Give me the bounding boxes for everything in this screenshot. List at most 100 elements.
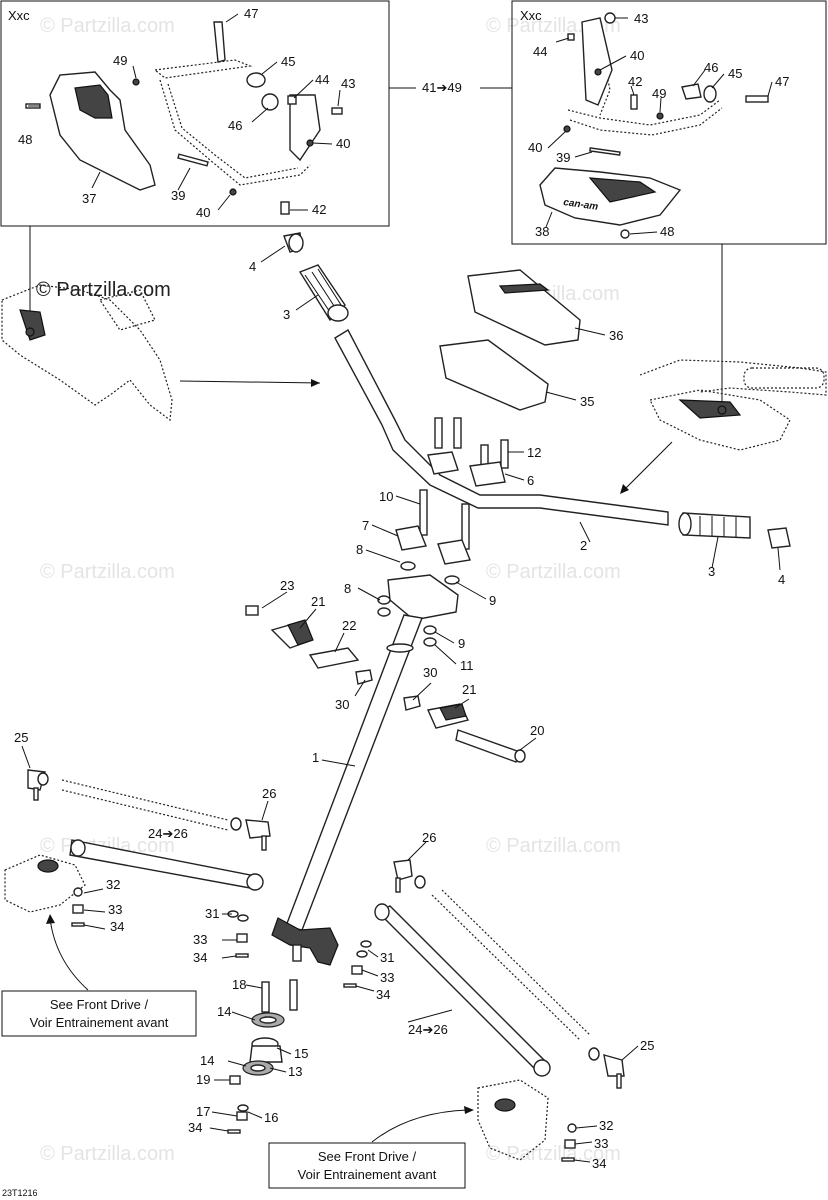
callout-39-left: 39 bbox=[171, 188, 185, 203]
bolt-47-left bbox=[213, 21, 226, 63]
clip-30-a bbox=[355, 669, 373, 685]
note-left-line2: Voir Entrainement avant bbox=[30, 1015, 169, 1030]
ball-joint-26-right bbox=[393, 859, 413, 881]
jam-nut-right-a bbox=[414, 875, 426, 889]
callout-22: 22 bbox=[342, 618, 356, 633]
washer-9-a bbox=[444, 575, 460, 585]
callout-34-center: 34 bbox=[193, 950, 207, 965]
callout-17: 17 bbox=[196, 1104, 210, 1119]
callout-3-right: 3 bbox=[708, 564, 715, 579]
note-right-arrow-curve bbox=[371, 1109, 469, 1143]
callout-47-right: 47 bbox=[775, 74, 789, 89]
clamp-6-right bbox=[469, 461, 506, 487]
callout-13: 13 bbox=[288, 1064, 302, 1079]
left-knuckle bbox=[4, 854, 86, 913]
callout-48-left: 48 bbox=[18, 132, 32, 147]
clamp-7-right bbox=[437, 539, 471, 565]
grip-3-left-end bbox=[327, 304, 349, 322]
tie-rod-24-right bbox=[376, 905, 550, 1073]
tie-rod-right-upper-top bbox=[431, 894, 581, 1041]
callout-4-right: 4 bbox=[778, 572, 785, 587]
bolt-42-left bbox=[280, 201, 290, 215]
nut-11 bbox=[423, 637, 437, 647]
nut-44-right bbox=[567, 33, 575, 41]
callout-2: 2 bbox=[580, 538, 587, 553]
callout-8-a: 8 bbox=[356, 542, 363, 557]
left-mounted-handguard bbox=[1, 284, 173, 422]
callout-40-right-a: 40 bbox=[630, 48, 644, 63]
nut-33-left bbox=[72, 904, 84, 914]
watermark-main: © Partzilla.com bbox=[36, 279, 171, 301]
right-mounted-guard bbox=[649, 389, 791, 451]
callout-40-left-a: 40 bbox=[336, 136, 350, 151]
tie-rod-left-upper-bottom bbox=[61, 789, 229, 831]
callout-12: 12 bbox=[527, 445, 541, 460]
left-arrow-shaft bbox=[179, 380, 321, 384]
callout-14-b: 14 bbox=[200, 1053, 214, 1068]
callout-31-left: 31 bbox=[205, 906, 219, 921]
callout-18: 18 bbox=[232, 977, 246, 992]
right-mounted-grip bbox=[743, 367, 825, 389]
ball-joint-26-right-stud bbox=[395, 877, 401, 893]
washer-32-left bbox=[73, 887, 83, 897]
callout-49-left: 49 bbox=[113, 53, 127, 68]
nut-23 bbox=[245, 605, 259, 616]
callout-19: 19 bbox=[196, 1072, 210, 1087]
left-knuckle-hub bbox=[37, 859, 59, 873]
right-inset: Xxc can-am 43 44 40 46 45 47 42 49 40 39 bbox=[511, 0, 827, 245]
handguard-38-window bbox=[588, 177, 657, 203]
callout-7: 7 bbox=[362, 518, 369, 533]
callout-30-a: 30 bbox=[335, 697, 349, 712]
callout-24-26-left: 24➔26 bbox=[148, 826, 188, 841]
right-clamp bbox=[581, 17, 613, 106]
washer-31-d bbox=[356, 950, 368, 958]
spacer-46-right bbox=[681, 83, 702, 100]
callout-9-a: 9 bbox=[489, 593, 496, 608]
callout-38: 38 bbox=[535, 224, 549, 239]
callout-42-right: 42 bbox=[628, 74, 642, 89]
spacer-45-left bbox=[246, 72, 266, 88]
nut-40-right-a bbox=[594, 68, 602, 76]
nut-49-right bbox=[656, 112, 664, 120]
grip-3-right bbox=[682, 512, 751, 539]
handguard-37-window bbox=[74, 84, 113, 119]
steering-column-1 bbox=[285, 614, 423, 931]
clamp-21-upper-face bbox=[287, 619, 314, 646]
callout-34-right-lower: 34 bbox=[592, 1156, 606, 1171]
right-arrow-head bbox=[620, 484, 629, 494]
callout-49-right: 49 bbox=[652, 86, 666, 101]
washer-8-c bbox=[377, 607, 391, 617]
watermark-1: © Partzilla.com bbox=[40, 15, 175, 37]
watermark-7: © Partzilla.com bbox=[486, 835, 621, 857]
bushing-46-left bbox=[261, 93, 279, 111]
right-mounted-dot bbox=[717, 405, 727, 415]
right-mounted-bar bbox=[639, 359, 827, 396]
bolt-12-d bbox=[500, 439, 509, 469]
bearing-14-lower-bore bbox=[250, 1064, 266, 1072]
nut-19 bbox=[229, 1075, 241, 1085]
callout-23: 23 bbox=[280, 578, 294, 593]
right-tie-rod: 26 31 33 34 24➔26 25 32 33 34 bbox=[343, 830, 654, 1171]
right-mounted-handguard bbox=[639, 359, 827, 451]
callout-16: 16 bbox=[264, 1110, 278, 1125]
callout-33-right-upper: 33 bbox=[380, 970, 394, 985]
left-inset-title: Xxc bbox=[8, 8, 30, 23]
left-mounted-guard-outline bbox=[1, 284, 173, 422]
callout-46-left: 46 bbox=[228, 118, 242, 133]
clip-30-b bbox=[403, 695, 421, 711]
housing-13 bbox=[249, 1045, 283, 1063]
note-right-box bbox=[268, 1142, 466, 1189]
note-left-arrow-head bbox=[46, 914, 55, 924]
inset-link-label: 41➔49 bbox=[422, 80, 462, 95]
column-shaft-end bbox=[292, 944, 302, 962]
pad-36 bbox=[467, 269, 581, 346]
nut-33-right-lower bbox=[564, 1139, 576, 1149]
callout-8-b: 8 bbox=[344, 581, 351, 596]
pad-36-logo bbox=[498, 283, 550, 294]
pin-39-left bbox=[177, 153, 209, 167]
grip-3-right-flange bbox=[678, 512, 692, 536]
right-knuckle-hub bbox=[494, 1098, 516, 1112]
drawing-code: 23T1216 bbox=[2, 1188, 38, 1198]
clamp-21-lower-face bbox=[439, 703, 467, 721]
